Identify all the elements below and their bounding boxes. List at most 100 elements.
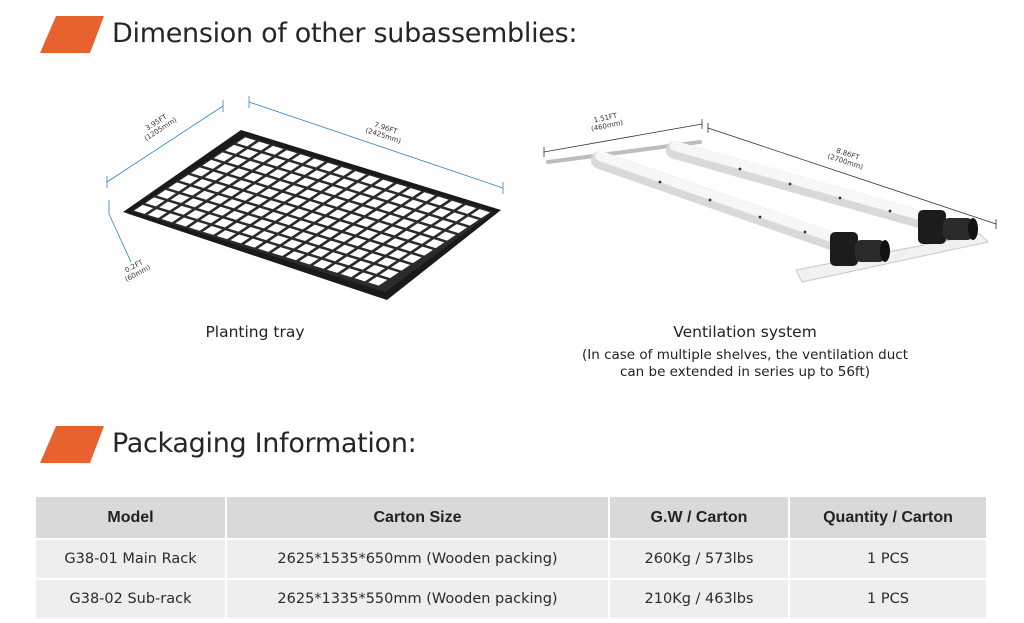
tray-grid-cell — [392, 207, 413, 217]
tray-grid-cell — [285, 251, 305, 261]
tray-grid-cell — [377, 257, 397, 267]
ventilation-note: (In case of multiple shelves, the ventil… — [555, 347, 935, 381]
tray-grid-cell — [381, 214, 401, 224]
tray-grid-cell — [308, 236, 328, 246]
tray-grid-cell — [395, 219, 415, 228]
tray-grid-cell — [313, 259, 333, 269]
tray-grid-cell — [383, 226, 404, 236]
tray-grid-cell — [204, 171, 224, 181]
tray-grid-cell — [213, 152, 233, 162]
table-cell: 2625*1335*550mm (Wooden packing) — [227, 578, 610, 618]
tray-grid-cell — [207, 183, 227, 193]
tray-grid-cell — [401, 188, 422, 197]
tray-grid-cell — [198, 202, 218, 212]
tray-grid-cell — [388, 249, 408, 259]
tray-grid-cell — [365, 198, 385, 208]
tray-grid-cell — [434, 219, 454, 229]
tray-grid-cell — [418, 204, 438, 213]
tray-grid-cell — [326, 197, 346, 207]
tray-grid-cell — [324, 252, 344, 262]
tray-grid-cell — [356, 218, 376, 227]
table-header-row: Model Carton Size G.W / Carton Quantity … — [36, 497, 986, 538]
tray-grid-cell — [406, 211, 426, 221]
tray-grid-cell — [347, 237, 367, 247]
tray-grid-cell — [216, 230, 236, 240]
tray-grid-cell — [276, 204, 296, 214]
tray-grid-cell — [425, 239, 445, 249]
table-cell: 1 PCS — [790, 578, 986, 618]
tray-grid-cell — [271, 247, 291, 257]
tray-grid-cell — [214, 218, 234, 228]
column-header-quantity: Quantity / Carton — [790, 497, 986, 538]
tray-grid-cell — [241, 160, 261, 170]
tray-grid-cell — [237, 203, 257, 213]
tray-grid-cell — [324, 186, 344, 196]
tray-grid-cell — [161, 213, 181, 223]
tray-grid-cell — [370, 222, 390, 232]
column-header-carton-size: Carton Size — [227, 497, 610, 538]
tray-grid-cell — [358, 229, 378, 239]
orange-parallelogram-icon — [38, 423, 108, 463]
tray-grid-cell — [349, 249, 369, 258]
tray-grid-cell — [379, 269, 399, 279]
ventilation-system-image — [543, 119, 997, 283]
tray-grid-cell — [333, 233, 353, 242]
tray-grid-cell — [181, 186, 202, 196]
tray-grid-cell — [354, 272, 374, 282]
tray-grid-cell — [376, 191, 396, 201]
tray-grid-cell — [353, 206, 374, 216]
tray-grid-cell — [227, 156, 247, 166]
tray-grid-cell — [445, 212, 465, 222]
tray-grid-cell — [415, 192, 435, 202]
tray-grid-cell — [312, 193, 332, 203]
tray-grid-cell — [159, 201, 179, 211]
tray-grid-cell — [238, 149, 259, 159]
table-cell: 1 PCS — [790, 538, 986, 578]
tray-grid-cell — [283, 239, 303, 249]
tray-grid-cell — [170, 194, 190, 204]
section-title: Packaging Information: — [112, 427, 417, 459]
tray-grid-cell — [291, 154, 311, 164]
tray-grid-cell — [397, 230, 417, 240]
tray-grid-cell — [294, 232, 314, 242]
table-cell: 2625*1535*650mm (Wooden packing) — [227, 538, 610, 578]
tray-grid-cell — [230, 234, 250, 244]
tray-grid-cell — [250, 141, 270, 151]
section-heading-packaging: Packaging Information: — [38, 421, 417, 465]
tray-grid-cell — [255, 165, 275, 174]
tray-grid-cell — [156, 189, 176, 199]
tray-grid-cell — [346, 171, 366, 181]
tray-grid-cell — [243, 172, 263, 182]
tray-grid-cell — [310, 181, 330, 191]
tray-grid-cell — [202, 159, 222, 169]
tray-grid-cell — [361, 241, 381, 251]
planting-tray-image — [106, 96, 504, 300]
tray-grid-cell — [253, 219, 273, 229]
tray-grid-cell — [362, 187, 383, 197]
tray-grid-cell — [175, 217, 195, 227]
tray-grid-cell — [145, 197, 165, 207]
tray-grid-cell — [352, 260, 372, 270]
tray-grid-cell — [225, 144, 245, 154]
tray-grid-cell — [186, 210, 206, 219]
tray-grid-cell — [351, 194, 371, 204]
tray-grid-cell — [365, 264, 386, 274]
tray-grid-cell — [294, 166, 314, 175]
tray-grid-cell — [305, 158, 325, 168]
tray-grid-cell — [262, 200, 282, 210]
tray-grid-cell — [280, 227, 300, 237]
tray-grid-cell — [400, 242, 420, 252]
tray-grid-cell — [287, 196, 307, 206]
tray-grid-cell — [363, 253, 383, 263]
tray-grid-cell — [374, 245, 395, 255]
tray-grid-cell — [338, 256, 358, 266]
tray-grid-cell — [193, 179, 213, 189]
tray-grid-cell — [411, 234, 431, 244]
tray-grid-cell — [211, 206, 232, 216]
table-row: G38-01 Main Rack 2625*1535*650mm (Wooden… — [36, 538, 986, 578]
tray-grid-cell — [342, 213, 362, 223]
tray-grid-cell — [200, 214, 220, 224]
tray-grid-cell — [409, 223, 429, 233]
tray-grid-cell — [379, 203, 399, 212]
tray-grid-cell — [278, 216, 298, 226]
